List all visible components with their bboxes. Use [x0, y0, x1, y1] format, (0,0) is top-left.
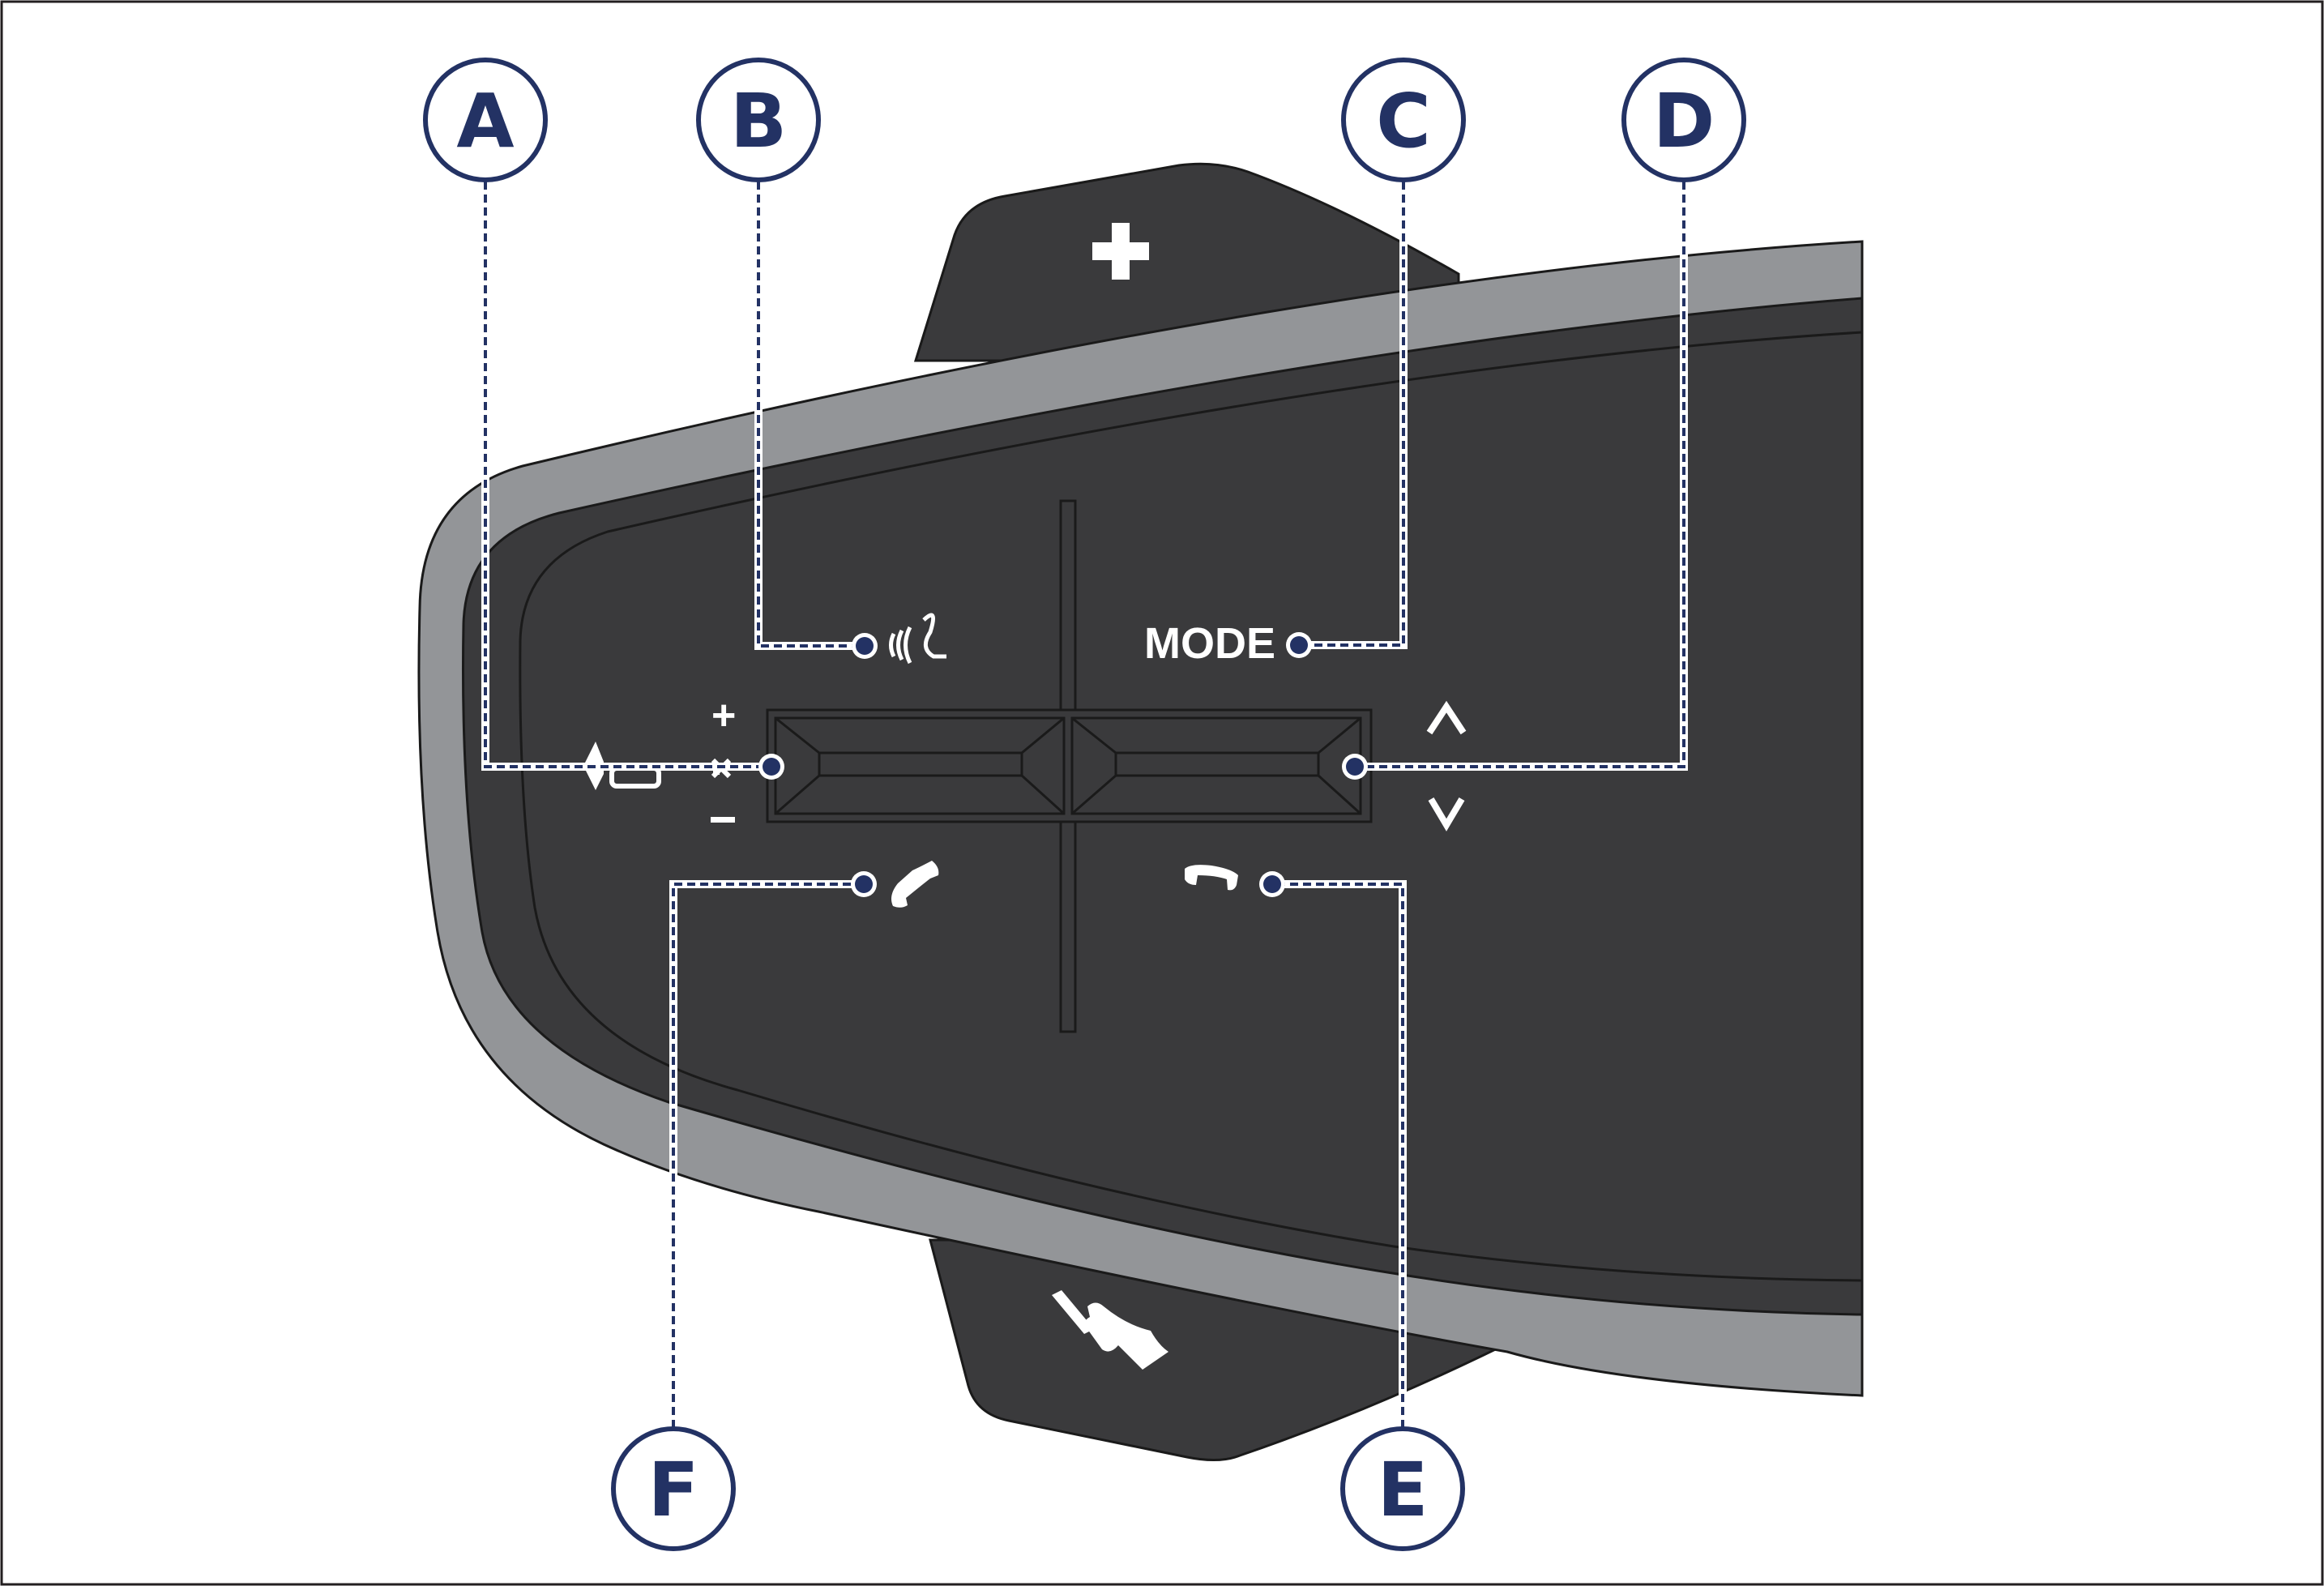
callout-a: A	[423, 58, 548, 182]
volume-plus-label: +	[711, 692, 736, 739]
callout-f-leader	[669, 871, 877, 1428]
callout-d-leader	[1342, 182, 1688, 780]
answer-phone-icon	[891, 861, 939, 908]
callout-e: E	[1340, 1426, 1465, 1551]
mode-label: MODE	[1144, 619, 1275, 668]
up-chevron-icon	[1426, 700, 1467, 735]
callout-f: F	[611, 1426, 736, 1551]
voice-command-icon	[889, 613, 946, 665]
body-inner-line	[519, 331, 1863, 1282]
down-chevron-icon	[1428, 797, 1465, 831]
callout-a-letter: A	[456, 78, 514, 165]
callout-c: C	[1341, 58, 1466, 182]
jog-dial[interactable]	[766, 708, 1373, 823]
callout-f-letter: F	[648, 1447, 699, 1533]
plus-icon[interactable]	[1092, 223, 1149, 280]
callout-d: D	[1621, 58, 1746, 182]
volume-minus-label	[711, 817, 735, 823]
callout-e-leader	[1259, 871, 1407, 1428]
callout-c-leader	[1286, 182, 1408, 658]
hangup-phone-icon	[1185, 865, 1238, 891]
callout-b-letter: B	[730, 78, 787, 165]
callout-e-letter: E	[1378, 1447, 1429, 1533]
callout-b-leader	[754, 182, 878, 659]
callout-a-leader	[481, 182, 784, 780]
callout-c-letter: C	[1376, 78, 1431, 165]
callout-b: B	[696, 58, 821, 182]
callout-d-letter: D	[1653, 78, 1715, 165]
intercom-icon[interactable]	[1052, 1290, 1168, 1370]
